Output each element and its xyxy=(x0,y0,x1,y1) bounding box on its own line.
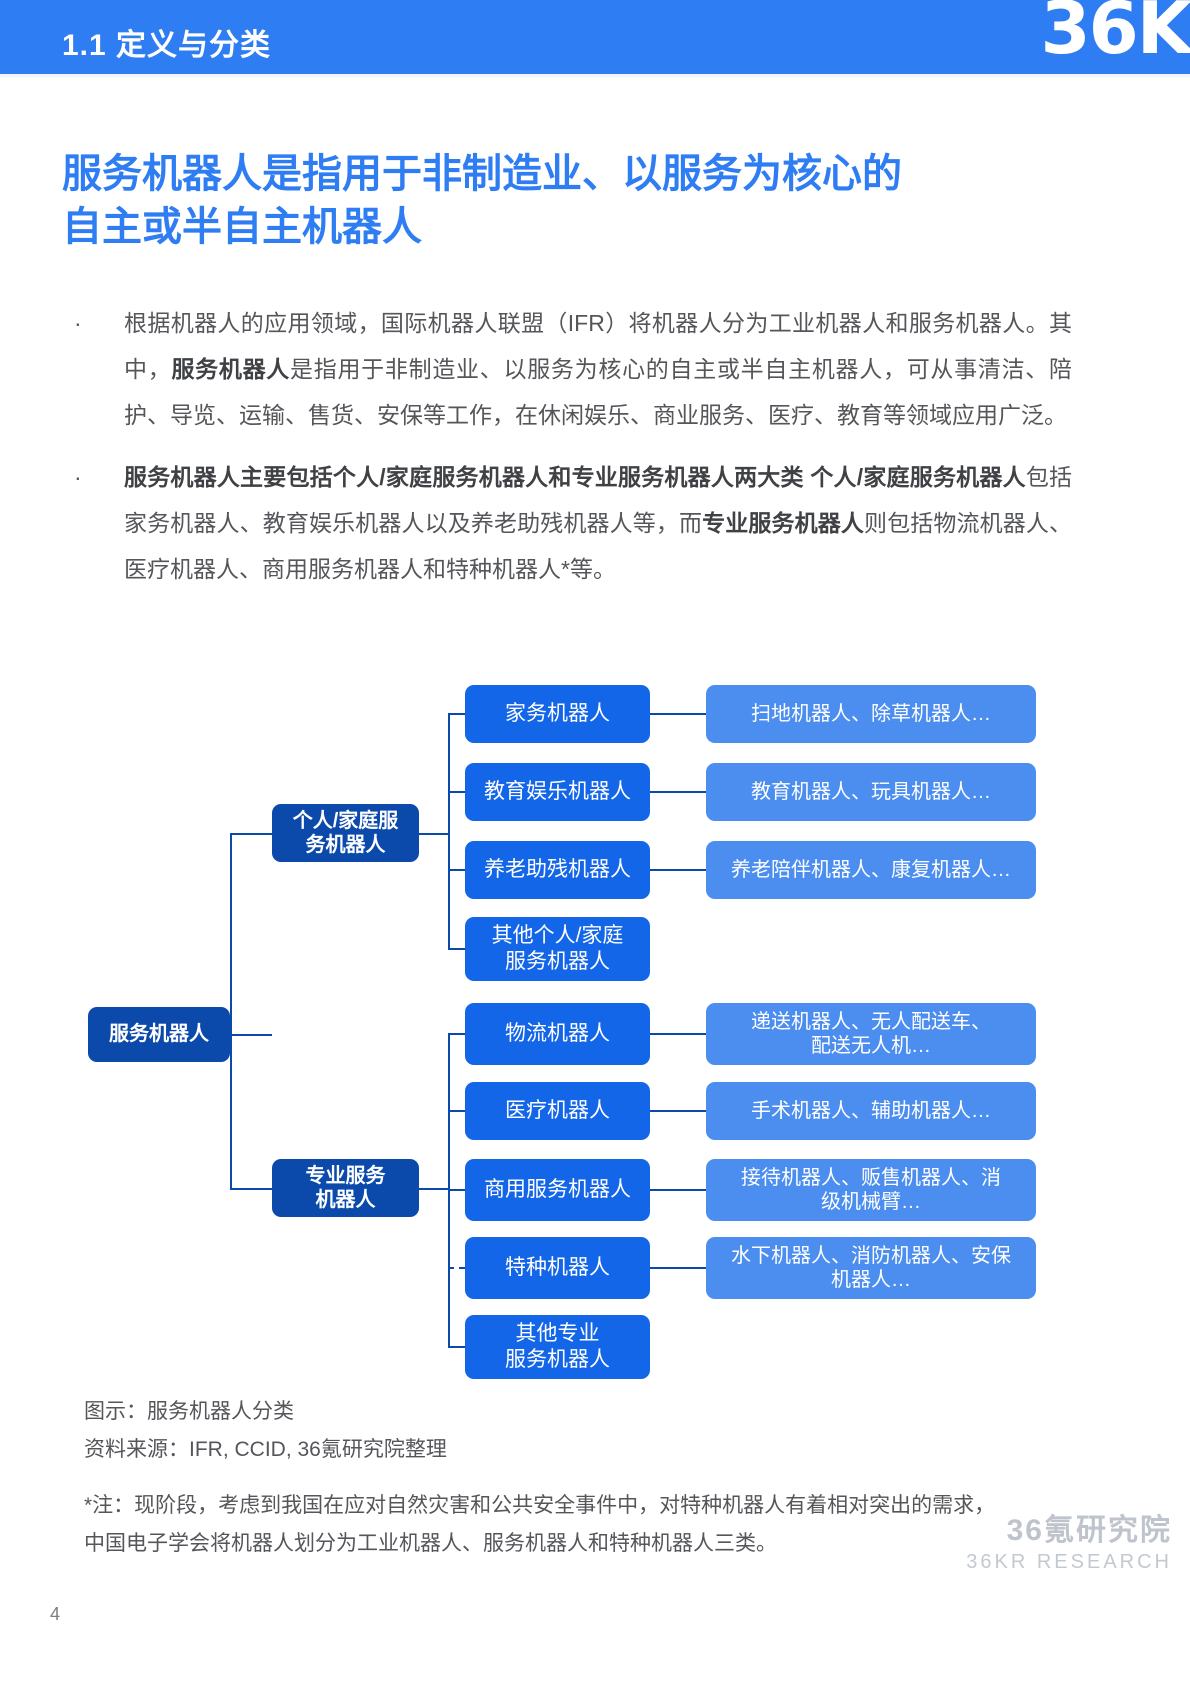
diagram-node-detail: 水下机器人、消防机器人、安保机器人… xyxy=(706,1237,1036,1299)
diagram-node-category: 其他专业服务机器人 xyxy=(465,1315,650,1379)
diagram-node-detail: 手术机器人、辅助机器人… xyxy=(706,1082,1036,1140)
figure-caption: 图示：服务机器人分类 xyxy=(84,1400,294,1423)
emphasis-text: 专业服务机器人 xyxy=(702,510,864,536)
diagram-connector-branch xyxy=(230,1188,272,1190)
bullet-item: · 根据机器人的应用领域，国际机器人联盟（IFR）将机器人分为工业机器人和服务机… xyxy=(62,300,1072,438)
diagram-connector-branch xyxy=(230,833,272,835)
diagram-connector-stub xyxy=(448,1346,465,1348)
diagram-connector-stub xyxy=(448,713,465,715)
diagram-node-category: 养老助残机器人 xyxy=(465,841,650,899)
diagram-node-branch-0: 个人/家庭服务机器人 xyxy=(272,804,419,862)
body-text: 是指用于非制造业、以服务为核心的自主或半自主机器人，可从事清洁、陪护、导览、运输… xyxy=(124,356,1073,428)
diagram-node-root: 服务机器人 xyxy=(88,1007,230,1062)
bullet-text: 根据机器人的应用领域，国际机器人联盟（IFR）将机器人分为工业机器人和服务机器人… xyxy=(124,300,1072,438)
diagram-node-category: 物流机器人 xyxy=(465,1003,650,1065)
diagram-connector-detail xyxy=(650,713,706,715)
diagram-connector-detail xyxy=(650,791,706,793)
diagram-connector-dashed xyxy=(448,1267,465,1269)
page-header: 1.1 定义与分类 36Kr xyxy=(0,0,1190,74)
diagram-connector-detail xyxy=(650,1033,706,1035)
bullet-marker: · xyxy=(74,310,82,336)
diagram-node-branch-1: 专业服务机器人 xyxy=(272,1159,419,1217)
diagram-node-detail: 教育机器人、玩具机器人… xyxy=(706,763,1036,821)
diagram-connector-spine xyxy=(230,1034,232,1188)
bullet-text: 服务机器人主要包括个人/家庭服务机器人和专业服务机器人两大类 个人/家庭服务机器… xyxy=(124,454,1072,592)
bullet-item: · 服务机器人主要包括个人/家庭服务机器人和专业服务机器人两大类 个人/家庭服务… xyxy=(62,454,1072,592)
diagram-node-category: 医疗机器人 xyxy=(465,1082,650,1140)
diagram-connector-rail-in-1 xyxy=(419,1188,448,1190)
brand-logo-36kr: 36Kr xyxy=(1040,0,1190,70)
page-title: 服务机器人是指用于非制造业、以服务为核心的 自主或半自主机器人 xyxy=(62,148,1062,254)
body-text: 根据机器人的应用领域，国际机器人联盟（IFR）将机器人分为工业机器人和服务机器人… xyxy=(124,310,1072,382)
body-bullet-list: · 根据机器人的应用领域，国际机器人联盟（IFR）将机器人分为工业机器人和服务机… xyxy=(62,300,1072,608)
diagram-connector-root xyxy=(230,1034,272,1036)
body-text: 包括家务机器人、教育娱乐机器人以及养老助残机器人等，而 xyxy=(124,464,1073,536)
diagram-connector-stub xyxy=(448,948,465,950)
diagram-connector-stub xyxy=(448,1033,465,1035)
diagram-node-category: 其他个人/家庭服务机器人 xyxy=(465,917,650,981)
page-title-line-2: 自主或半自主机器人 xyxy=(62,204,422,249)
diagram-node-category: 特种机器人 xyxy=(465,1237,650,1299)
figure-captions: 图示：服务机器人分类 资料来源：IFR, CCID, 36氪研究院整理 xyxy=(84,1393,1084,1469)
diagram-connector-rail-0 xyxy=(448,714,450,949)
emphasis-text: 服务机器人主要包括个人/家庭服务机器人和专业服务机器人两大类 xyxy=(124,464,804,490)
diagram-connector-detail xyxy=(650,1110,706,1112)
diagram-connector-stub xyxy=(448,791,465,793)
diagram-node-detail: 递送机器人、无人配送车、配送无人机… xyxy=(706,1003,1036,1065)
header-divider xyxy=(0,74,1190,77)
body-text: 则包括物流机器人、医疗机器人、商用服务机器人和特种机器人*等。 xyxy=(124,510,1072,582)
diagram-connector-detail xyxy=(650,1267,706,1269)
diagram-node-category: 教育娱乐机器人 xyxy=(465,763,650,821)
diagram-connector-detail xyxy=(650,869,706,871)
diagram-connector-stub xyxy=(448,869,465,871)
diagram-node-detail: 扫地机器人、除草机器人… xyxy=(706,685,1036,743)
diagram-connector-rail-in-0 xyxy=(419,833,448,835)
bullet-marker: · xyxy=(74,464,82,490)
diagram-node-category: 家务机器人 xyxy=(465,685,650,743)
diagram-connector-spine xyxy=(230,833,232,1036)
section-label: 1.1 定义与分类 xyxy=(62,29,272,62)
classification-diagram: 服务机器人 个人/家庭服务机器人专业服务机器人 家务机器人扫地机器人、除草机器人… 教… xyxy=(0,662,1190,1382)
diagram-node-detail: 养老陪伴机器人、康复机器人… xyxy=(706,841,1036,899)
page-title-line-1: 服务机器人是指用于非制造业、以服务为核心的 xyxy=(62,152,902,196)
diagram-node-detail: 接待机器人、贩售机器人、消级机械臂… xyxy=(706,1159,1036,1221)
footnote: *注：现阶段，考虑到我国在应对自然灾害和公共安全事件中，对特种机器人有着相对突出… xyxy=(84,1494,996,1555)
diagram-connector-stub xyxy=(448,1110,465,1112)
diagram-connector-detail xyxy=(650,1189,706,1191)
diagram-node-category: 商用服务机器人 xyxy=(465,1159,650,1221)
emphasis-text: 服务机器人 xyxy=(171,356,291,382)
diagram-connector-stub xyxy=(448,1189,465,1191)
source-caption: 资料来源：IFR, CCID, 36氪研究院整理 xyxy=(84,1438,447,1461)
page-number: 4 xyxy=(50,1604,61,1624)
emphasis-text: 个人/家庭服务机器人 xyxy=(810,464,1026,490)
